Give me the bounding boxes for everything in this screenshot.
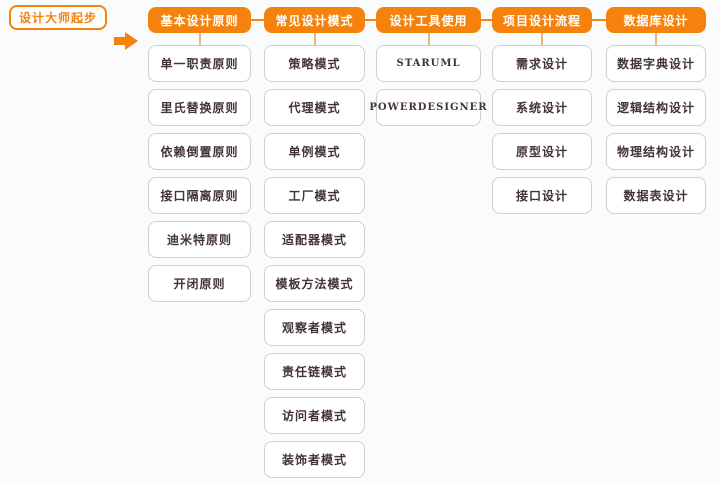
- node-item: 系统设计: [492, 89, 592, 126]
- header-link-connector: [365, 19, 376, 21]
- node-item: 单例模式: [264, 133, 365, 170]
- node-item: 需求设计: [492, 45, 592, 82]
- node-item: 迪米特原则: [148, 221, 251, 258]
- column-header: 基本设计原则: [148, 7, 251, 33]
- column-header: 常见设计模式: [264, 7, 365, 33]
- node-item: 策略模式: [264, 45, 365, 82]
- header-child-connector: [313, 33, 316, 45]
- node-item: 代理模式: [264, 89, 365, 126]
- node-item: STARUML: [376, 45, 481, 82]
- header-child-connector: [198, 33, 201, 45]
- header-link-connector: [481, 19, 492, 21]
- column-header: 项目设计流程: [492, 7, 592, 33]
- header-child-connector: [541, 33, 543, 45]
- header-link-connector: [592, 19, 606, 21]
- node-item: 装饰者模式: [264, 441, 365, 478]
- column-header: 数据库设计: [606, 7, 706, 33]
- node-item: 适配器模式: [264, 221, 365, 258]
- right-block-arrow-icon: [114, 32, 138, 50]
- node-item: 数据字典设计: [606, 45, 706, 82]
- node-item: 工厂模式: [264, 177, 365, 214]
- header-child-connector: [655, 33, 657, 45]
- column-header: 设计工具使用: [376, 7, 481, 33]
- root-node-label: 设计大师起步: [18, 11, 97, 25]
- node-item: 观察者模式: [264, 309, 365, 346]
- node-item: 原型设计: [492, 133, 592, 170]
- node-item: 数据表设计: [606, 177, 706, 214]
- header-link-connector: [251, 19, 264, 21]
- node-item: 开闭原则: [148, 265, 251, 302]
- node-item: 责任链模式: [264, 353, 365, 390]
- node-item: 接口设计: [492, 177, 592, 214]
- node-item: 模板方法模式: [264, 265, 365, 302]
- node-item: 物理结构设计: [606, 133, 706, 170]
- node-item: 逻辑结构设计: [606, 89, 706, 126]
- node-item: 依赖倒置原则: [148, 133, 251, 170]
- node-item: 访问者模式: [264, 397, 365, 434]
- header-child-connector: [427, 33, 430, 45]
- root-node: 设计大师起步: [9, 5, 107, 30]
- node-item: 里氏替换原则: [148, 89, 251, 126]
- node-item: 接口隔离原则: [148, 177, 251, 214]
- node-item: POWERDESIGNER: [369, 89, 487, 126]
- node-item: 单一职责原则: [148, 45, 251, 82]
